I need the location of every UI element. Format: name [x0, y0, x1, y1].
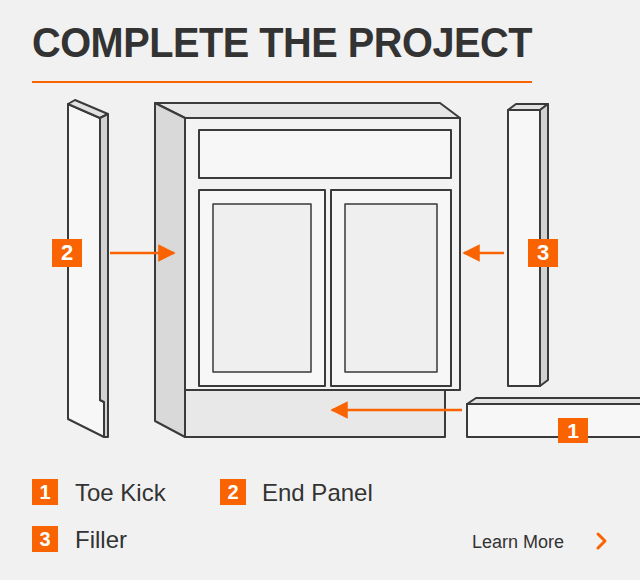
- end-panel-face: [68, 104, 104, 437]
- legend-text: End Panel: [262, 481, 373, 505]
- right-door-panel: [345, 204, 437, 372]
- callout-arrow: [464, 252, 504, 255]
- cabinet-edge: [445, 389, 460, 391]
- cabinet-top: [155, 103, 460, 118]
- callout-number: 1: [558, 418, 588, 443]
- title-underline: [32, 81, 532, 83]
- link-text: Learn More: [472, 533, 564, 551]
- legend-number: 1: [32, 479, 58, 505]
- legend-number: 3: [32, 526, 58, 552]
- legend-number: 2: [220, 479, 246, 505]
- callout-arrow: [110, 252, 174, 255]
- end-panel-top: [68, 100, 108, 118]
- legend-text: Filler: [75, 528, 127, 552]
- drawer-front: [199, 130, 451, 178]
- toe-kick-face: [467, 404, 640, 437]
- left-door-panel: [213, 204, 311, 372]
- title: COMPLETE THE PROJECT: [32, 22, 532, 64]
- right-door: [331, 190, 451, 386]
- chevron-icon: [598, 534, 605, 548]
- left-door: [199, 190, 325, 386]
- callout-arrow: [332, 409, 462, 412]
- end-panel-edge: [100, 114, 108, 437]
- legend-text: Toe Kick: [75, 481, 166, 505]
- callout-number: 3: [528, 239, 558, 267]
- cabinet-side: [155, 103, 185, 437]
- callout-number: 2: [52, 239, 82, 267]
- cabinet-art: [68, 100, 640, 437]
- cabinet-toe-space: [185, 390, 445, 437]
- cabinet-front: [185, 118, 460, 390]
